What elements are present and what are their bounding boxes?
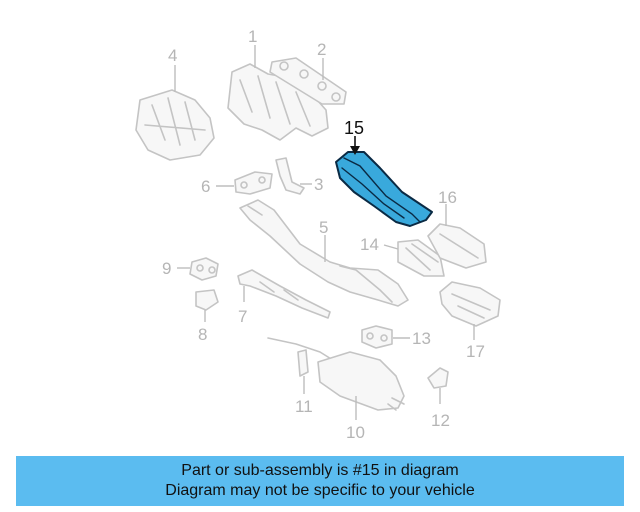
callout-14: 14 bbox=[360, 235, 379, 254]
banner-line-2: Diagram may not be specific to your vehi… bbox=[165, 482, 475, 499]
info-banner: Part or sub-assembly is #15 in diagram D… bbox=[16, 456, 624, 506]
exploded-parts-diagram: 4 1 2 6 3 5 9 bbox=[135, 27, 501, 442]
callout-1: 1 bbox=[248, 27, 257, 46]
part-10-muffler[interactable] bbox=[267, 337, 405, 411]
part-17-heat-shield[interactable] bbox=[439, 281, 501, 327]
callout-15: 15 bbox=[344, 118, 364, 138]
callout-16: 16 bbox=[438, 188, 457, 207]
part-5-front-pipe[interactable] bbox=[239, 199, 409, 307]
part-9-clamp[interactable] bbox=[189, 257, 219, 281]
part-13-clamp[interactable] bbox=[361, 325, 393, 349]
part-3-bracket[interactable] bbox=[275, 157, 305, 195]
part-11-hanger[interactable] bbox=[297, 349, 309, 377]
part-16-heat-shield[interactable] bbox=[427, 223, 487, 269]
callout-3: 3 bbox=[314, 175, 323, 194]
callout-4: 4 bbox=[168, 46, 177, 65]
part-8-hanger[interactable] bbox=[195, 289, 219, 311]
banner-line-1: Part or sub-assembly is #15 in diagram bbox=[181, 462, 459, 479]
callout-13: 13 bbox=[412, 329, 431, 348]
part-7-center-pipe[interactable] bbox=[237, 269, 331, 319]
callout-17: 17 bbox=[466, 342, 485, 361]
part-2-gasket[interactable] bbox=[269, 57, 347, 105]
callout-11: 11 bbox=[295, 397, 313, 416]
part-14-heat-shield[interactable] bbox=[397, 239, 445, 277]
callout-6: 6 bbox=[201, 177, 210, 196]
part-15-heat-shield-highlighted[interactable] bbox=[335, 151, 433, 227]
callout-12: 12 bbox=[431, 411, 450, 430]
callout-2: 2 bbox=[317, 40, 326, 59]
part-12-bracket[interactable] bbox=[427, 367, 449, 389]
callout-8: 8 bbox=[198, 325, 207, 344]
callout-9: 9 bbox=[162, 259, 171, 278]
part-1-exhaust-manifold[interactable] bbox=[227, 63, 329, 141]
part-4-heat-shield[interactable] bbox=[135, 89, 215, 161]
part-6-gasket[interactable] bbox=[234, 171, 273, 195]
callout-5: 5 bbox=[319, 218, 328, 237]
callout-15-arrowhead bbox=[350, 146, 360, 155]
callout-7: 7 bbox=[238, 307, 247, 326]
callout-10: 10 bbox=[346, 423, 365, 442]
